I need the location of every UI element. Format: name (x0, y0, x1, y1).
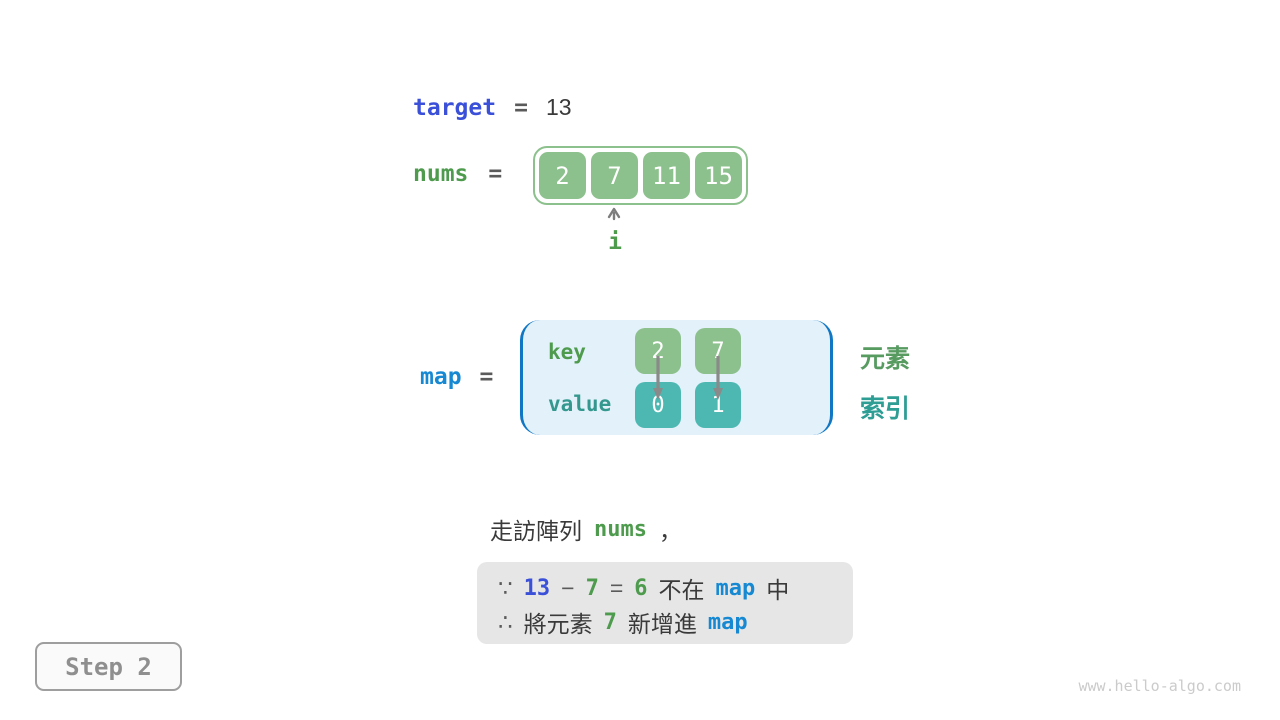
therefore-symbol: ∴ (498, 608, 513, 635)
nums-cell-0: 2 (539, 152, 586, 199)
map-equals-sign: = (479, 364, 494, 390)
note-line-2: ∴ 將元素 7 新增進 map (498, 605, 832, 639)
caption-prefix: 走訪陣列 (490, 518, 582, 544)
map-label: map = (420, 364, 493, 390)
key-to-value-arrow-icon (713, 356, 723, 400)
map-key-cell-0: 2 (635, 328, 681, 374)
watermark-text: www.hello-algo.com (1078, 677, 1241, 695)
target-equals-sign: = (514, 94, 528, 121)
step-badge: Step 2 (35, 642, 182, 691)
caption-suffix: ， (658, 518, 682, 544)
note-difference-value: 6 (634, 575, 648, 601)
caption-nums-code: nums (594, 516, 647, 542)
map-value-row-label: value (548, 392, 612, 416)
target-line: target = 13 (413, 94, 572, 121)
equals-sign: = (609, 574, 624, 601)
note-line-1: ∵ 13 − 7 = 6 不在 map 中 (498, 571, 832, 605)
map-key-cell-1: 7 (695, 328, 741, 374)
nums-variable-name: nums (413, 161, 469, 187)
minus-sign: − (561, 574, 575, 601)
nums-array: 2 7 11 15 (533, 146, 748, 205)
target-variable-name: target (413, 94, 497, 121)
target-value: 13 (545, 94, 572, 120)
caption-line: 走訪陣列 nums ， (490, 512, 682, 546)
nums-cell-3: 15 (695, 152, 742, 199)
note-not-in-text: 不在 (658, 577, 705, 603)
nums-label: nums = (413, 161, 502, 187)
map-key-row-label: key (548, 340, 586, 364)
note-map-code: map (715, 575, 756, 601)
map-variable-name: map (420, 364, 462, 390)
note-target-value: 13 (523, 575, 551, 601)
because-symbol: ∵ (498, 574, 513, 601)
note-map-code-2: map (707, 609, 748, 635)
map-key-annotation: 元素 (860, 345, 911, 373)
note-in-suffix-text: 中 (766, 577, 790, 603)
map-value-annotation: 索引 (860, 395, 911, 423)
key-to-value-arrow-icon (653, 356, 663, 400)
index-pointer-arrow-icon (607, 207, 621, 221)
note-add-element-text: 將元素 (523, 611, 593, 637)
reasoning-note-box: ∵ 13 − 7 = 6 不在 map 中 ∴ 將元素 7 新增進 map (477, 562, 853, 644)
note-current-element: 7 (585, 575, 599, 601)
index-pointer-label: i (608, 229, 622, 255)
nums-equals-sign: = (488, 161, 503, 187)
map-container: key value 2 7 0 1 (520, 320, 833, 435)
nums-cell-1: 7 (591, 152, 638, 199)
nums-cell-2: 11 (643, 152, 690, 199)
note-insert-text: 新增進 (627, 611, 697, 637)
note-element-value: 7 (603, 609, 617, 635)
